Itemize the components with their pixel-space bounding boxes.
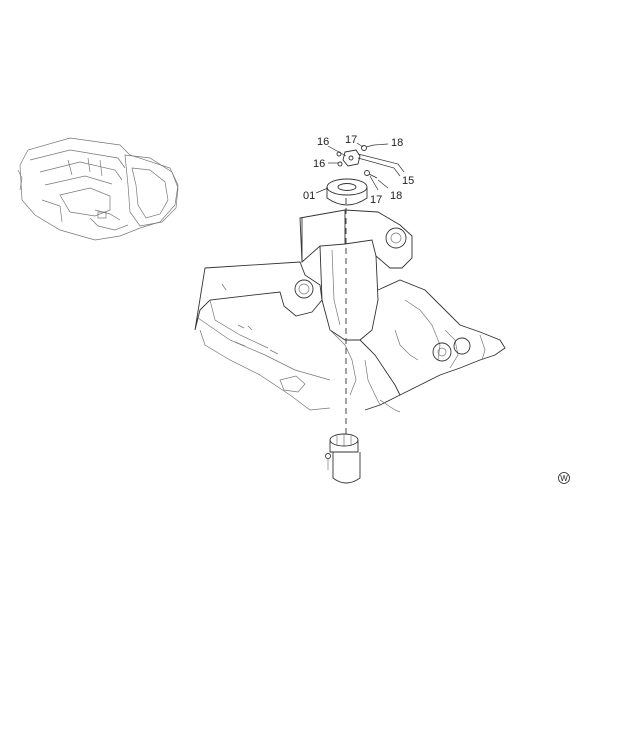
callout-17-bottom: 17 bbox=[370, 194, 382, 206]
bolts-17-18 bbox=[336, 144, 378, 179]
frame-assembly-drawing bbox=[194, 209, 506, 413]
w-circle-mark: W bbox=[558, 472, 570, 484]
callout-18-bottom: 18 bbox=[390, 190, 402, 202]
callout-17-top: 17 bbox=[345, 134, 357, 146]
callout-18-top: 18 bbox=[391, 137, 403, 149]
overview-machine-drawing bbox=[17, 137, 179, 241]
callout-16-mid: 16 bbox=[313, 158, 325, 170]
bushing-part-01 bbox=[326, 178, 368, 206]
callout-labels: 16 17 18 16 15 01 17 18 bbox=[303, 134, 414, 206]
swing-motor-part bbox=[325, 433, 361, 484]
callout-15: 15 bbox=[402, 175, 414, 187]
callout-16-top: 16 bbox=[317, 136, 329, 148]
callout-01: 01 bbox=[303, 190, 315, 202]
w-mark-letter: W bbox=[560, 474, 568, 483]
leader-lines bbox=[315, 142, 405, 194]
bracket-part-15 bbox=[342, 149, 361, 167]
